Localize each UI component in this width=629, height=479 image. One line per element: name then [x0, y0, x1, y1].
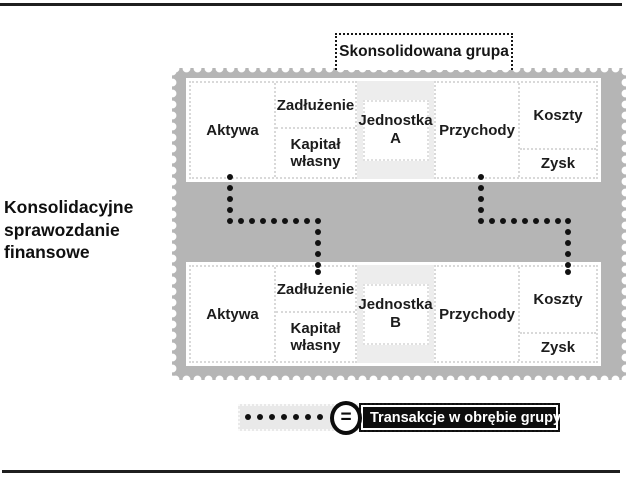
- entity-b-balance-sheet: Aktywa Zadłużenie Kapitał własny: [189, 265, 357, 363]
- entity-a-balance-sheet: Aktywa Zadłużenie Kapitał własny: [189, 81, 357, 179]
- entity-a-revenue-cell: Przychody: [436, 83, 520, 177]
- entity-b-income-statement: Przychody Koszty Zysk: [434, 265, 598, 363]
- entity-b-letter: B: [390, 314, 401, 331]
- legend-dot: [317, 414, 323, 420]
- entity-a-profit-cell: Zysk: [540, 154, 576, 172]
- stamp-perforation-bottom: [170, 375, 628, 384]
- entity-b-equity-cell: Kapitał własny: [290, 320, 341, 354]
- stamp-perforation-right: [621, 66, 629, 382]
- entity-b-costs-column: Koszty Zysk: [520, 267, 596, 361]
- legend-dot: [257, 414, 263, 420]
- legend-dot: [293, 414, 299, 420]
- entity-a-income-statement: Przychody Koszty Zysk: [434, 81, 598, 179]
- top-horizontal-rule: [0, 3, 622, 6]
- entity-a-liabilities-column: Zadłużenie Kapitał własny: [276, 83, 355, 177]
- entity-a-debt-cell: Zadłużenie: [276, 83, 355, 129]
- legend-dot: [245, 414, 251, 420]
- entity-a-equity-cell: Kapitał własny: [290, 136, 341, 170]
- legend-label: Transakcje w obrębie grupy: [370, 409, 561, 426]
- entity-a-column: Jednostka A: [357, 81, 434, 179]
- legend-dot: [305, 414, 311, 420]
- entity-a-statements-row: Aktywa Zadłużenie Kapitał własny Jednost…: [186, 78, 601, 182]
- entity-a-name: Jednostka: [358, 112, 433, 129]
- bottom-horizontal-rule: [2, 470, 620, 473]
- legend-dot: [269, 414, 275, 420]
- entity-a-costs-column: Koszty Zysk: [520, 83, 596, 177]
- entity-b-costs-cell: Koszty: [520, 267, 596, 334]
- equals-symbol: =: [340, 406, 352, 428]
- entity-b-liabilities-column: Zadłużenie Kapitał własny: [276, 267, 355, 361]
- entity-b-debt-cell: Zadłużenie: [276, 267, 355, 313]
- entity-a-name-box: Jednostka A: [358, 99, 433, 161]
- entity-b-profit-cell: Zysk: [540, 338, 576, 356]
- legend-dot: [281, 414, 287, 420]
- entity-b-name: Jednostka: [358, 296, 433, 313]
- entity-b-name-box: Jednostka B: [358, 283, 433, 345]
- entity-a-costs-cell: Koszty: [520, 83, 596, 150]
- entity-b-assets-cell: Aktywa: [191, 267, 276, 361]
- entity-a-letter: A: [390, 130, 401, 147]
- equals-badge-icon: =: [330, 401, 362, 435]
- entity-a-assets-cell: Aktywa: [191, 83, 276, 177]
- entity-b-revenue-cell: Przychody: [436, 267, 520, 361]
- entity-b-column: Jednostka B: [357, 265, 434, 363]
- entity-b-statements-row: Aktywa Zadłużenie Kapitał własny Jednost…: [186, 262, 601, 366]
- figure-side-title: Konsolidacyjne sprawozdanie finansowe: [4, 197, 134, 262]
- consolidated-group-label: Skonsolidowana grupa: [335, 33, 513, 70]
- legend-label-box: Transakcje w obrębie grupy: [359, 403, 561, 432]
